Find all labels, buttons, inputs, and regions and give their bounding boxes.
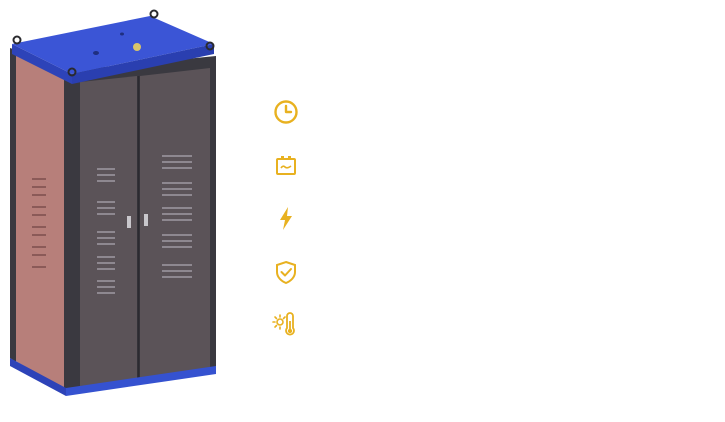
frame-corner-post bbox=[64, 76, 76, 392]
left-door-handle bbox=[127, 216, 131, 228]
base-front bbox=[66, 366, 216, 396]
right-door bbox=[140, 68, 210, 379]
base-left bbox=[10, 358, 66, 396]
feature-temperature bbox=[270, 308, 302, 340]
left-door-vents bbox=[97, 168, 115, 294]
side-panel-vents bbox=[32, 178, 46, 268]
roof-top bbox=[12, 16, 214, 74]
roof-front-edge bbox=[72, 44, 214, 84]
battery-icon bbox=[276, 156, 296, 175]
roof-left-edge bbox=[12, 44, 72, 84]
feature-shield bbox=[270, 256, 302, 288]
frame-left-edge bbox=[10, 48, 16, 362]
lightning-icon bbox=[280, 207, 292, 230]
clock-icon bbox=[274, 100, 298, 124]
roof-hole-2 bbox=[120, 32, 124, 36]
roof-hole bbox=[93, 51, 99, 55]
cabinet-svg bbox=[10, 9, 216, 396]
shield-check-icon bbox=[276, 260, 296, 285]
temperature-sun-icon bbox=[272, 312, 295, 336]
cabinet-illustration bbox=[0, 0, 240, 417]
right-door-handle bbox=[144, 214, 148, 226]
lifting-eyes bbox=[12, 9, 215, 77]
feature-clock bbox=[270, 96, 302, 128]
feature-lightning bbox=[270, 202, 302, 234]
feature-battery bbox=[270, 150, 302, 182]
roof-port bbox=[133, 43, 141, 51]
right-door-vents bbox=[162, 155, 192, 278]
side-panel bbox=[14, 52, 66, 390]
